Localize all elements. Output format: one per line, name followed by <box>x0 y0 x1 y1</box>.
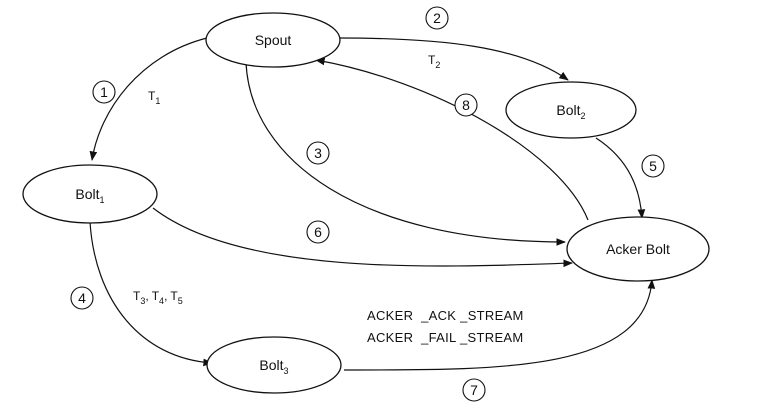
svg-text:3: 3 <box>314 145 322 161</box>
node-bolt1-subscript: 1 <box>100 195 105 205</box>
edge-number-2: 2 <box>425 6 449 30</box>
edge-number-4: 4 <box>70 286 94 310</box>
stream-label-ack: ACKER _ACK _STREAM <box>367 308 524 323</box>
tuple-label-t2: T2 <box>428 53 440 70</box>
node-acker-label: Acker Bolt <box>606 241 670 257</box>
node-bolt3-label: Bolt <box>259 357 283 373</box>
edge-3-spout-to-acker <box>245 61 566 246</box>
node-bolt2: Bolt2 <box>505 81 637 139</box>
node-bolt1-label: Bolt <box>75 186 99 202</box>
svg-text:1: 1 <box>100 84 108 100</box>
svg-text:6: 6 <box>314 224 322 240</box>
edge-1-spout-to-bolt1 <box>89 37 208 161</box>
node-acker-bolt: Acker Bolt <box>566 216 710 282</box>
node-bolt1: Bolt1 <box>22 164 158 224</box>
tuple-label-t3-t4-t5: T3,T4,T5 <box>133 289 183 306</box>
svg-text:Bolt2: Bolt2 <box>556 102 585 121</box>
edge-number-6: 6 <box>306 220 330 244</box>
edge-number-1: 1 <box>92 80 116 104</box>
node-bolt3-subscript: 3 <box>284 366 289 376</box>
svg-text:7: 7 <box>470 382 478 398</box>
node-bolt3: Bolt3 <box>206 336 342 394</box>
svg-text:8: 8 <box>462 97 470 113</box>
edge-number-5: 5 <box>641 154 665 178</box>
edge-8-acker-to-spout <box>315 57 589 221</box>
svg-text:5: 5 <box>649 158 657 174</box>
edge-2-spout-to-bolt2 <box>339 37 569 81</box>
node-spout: Spout <box>205 12 341 68</box>
svg-text:Bolt3: Bolt3 <box>259 357 288 376</box>
svg-text:2: 2 <box>433 10 441 26</box>
edge-5-bolt2-to-acker <box>595 137 646 219</box>
edge-number-8: 8 <box>454 93 478 117</box>
node-bolt2-subscript: 2 <box>581 111 586 121</box>
tuple-label-t1: T1 <box>148 89 160 106</box>
edge-6-bolt1-to-acker <box>152 207 573 268</box>
svg-text:Bolt1: Bolt1 <box>75 186 104 205</box>
svg-text:4: 4 <box>78 290 86 306</box>
node-spout-label: Spout <box>255 32 292 48</box>
node-bolt2-label: Bolt <box>556 102 580 118</box>
edge-7-bolt3-to-acker <box>343 279 656 371</box>
stream-label-fail: ACKER _FAIL _STREAM <box>367 330 524 345</box>
edge-4-bolt1-to-bolt3 <box>89 221 213 367</box>
edge-number-7: 7 <box>462 378 486 402</box>
edge-number-3: 3 <box>306 141 330 165</box>
